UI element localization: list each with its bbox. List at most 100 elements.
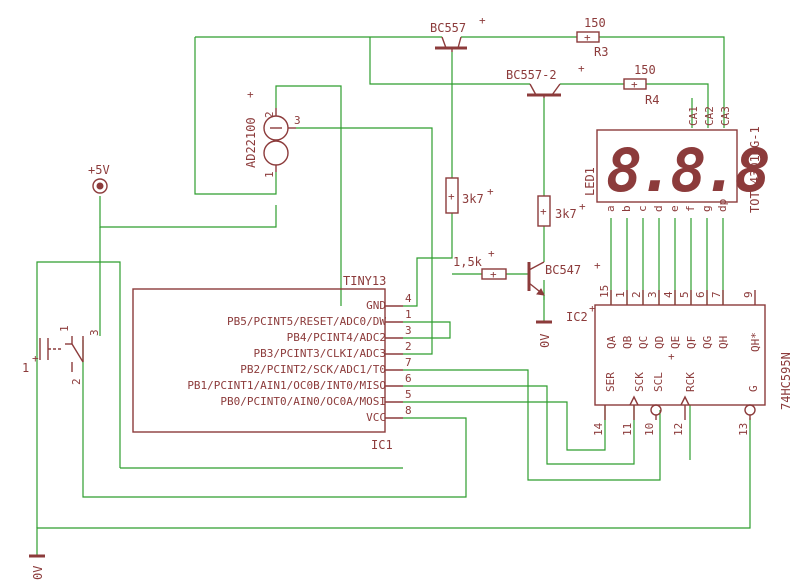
ic1-body (132, 288, 386, 433)
resistor-value: 150 (634, 63, 656, 77)
ic2-pin-number: 1 (614, 291, 627, 298)
ic2-pin-label: G (747, 385, 760, 392)
ic1-pin-label: PB4/PCINT4/ADC2 (287, 331, 386, 344)
led-segment-label: g (700, 205, 713, 212)
ic2-pin-number: 13 (737, 423, 750, 436)
ic1-pin-label: PB2/PCINT2/SCK/ADC1/T0 (240, 363, 386, 376)
resistor-mark-2: + (579, 200, 586, 213)
ic2-top-pin: QA 15 (598, 285, 618, 349)
ic1-pin-number: 6 (405, 372, 412, 385)
ic1-pin-row: VCC 8 (366, 404, 412, 424)
ic1-pin-row: PB4/PCINT4/ADC2 3 (287, 324, 412, 344)
resistor-mark: + (448, 190, 455, 203)
sensor-pin-number: 1 (263, 171, 276, 178)
transistor-bc547[interactable]: BC547 + (527, 259, 601, 296)
transistor-mark: + (594, 259, 601, 272)
led-common-label: CA1 (687, 106, 700, 126)
ic2-pin-number: 7 (710, 291, 723, 298)
ic1-pin-label: VCC (366, 411, 386, 424)
led-body (596, 129, 738, 203)
ic2-pin-number: 15 (598, 285, 611, 298)
ic1-pin-row: GND 4 (366, 292, 412, 312)
ground-symbol-main[interactable]: 0V (29, 554, 45, 580)
switch-s1[interactable]: 1 2 3 1 + (22, 325, 101, 385)
ic1-part-label: TINY13 (343, 274, 386, 288)
ic2-top-pin: QH* 9 (742, 290, 762, 352)
transistor-label: BC557-2 (506, 68, 557, 82)
ic1-pin-label: PB3/PCINT3/CLKI/ADC3 (254, 347, 386, 360)
led-segment-label: a (604, 205, 617, 212)
resistor-value: 3k7 (462, 192, 484, 206)
ic1-pin-label: PB1/PCINT1/AIN1/OC0B/INT0/MISO (187, 379, 386, 392)
led-segment-label: f (684, 205, 697, 212)
ic1-pin-label: PB0/PCINT0/AIN0/OC0A/MOSI (220, 395, 386, 408)
led-ref-label: LED1 (583, 167, 597, 196)
ic2-pin-label: SCK (633, 372, 646, 392)
ic2-pin-number: 14 (592, 422, 605, 436)
ic1-pin-row: PB5/PCINT5/RESET/ADC0/DW 1 (227, 308, 412, 328)
ic2-bottom-pin: SER 14 (592, 372, 617, 436)
switch-pin-number: 1 (58, 325, 71, 332)
ic1-pin-row: PB2/PCINT2/SCK/ADC1/T0 7 (240, 356, 411, 376)
resistor-1k5[interactable]: + 1,5k + (453, 247, 507, 281)
led-display[interactable]: 8.8.8 LED1 TOT-4301NG-1 a b c d e f g dp… (583, 106, 772, 213)
ground-label: 0V (538, 334, 552, 348)
ic2-pin-number: 10 (643, 423, 656, 436)
ic1-ref-label: IC1 (371, 438, 393, 452)
sensor-ad22100[interactable]: AD22100 + 2 1 3 (244, 88, 301, 178)
ic2-top-pin: QC 2 (630, 290, 650, 349)
supply-label: +5V (88, 163, 110, 177)
ic2-part-label: 74HC595N (779, 352, 793, 410)
led-segment-label: dp (716, 199, 729, 212)
resistor-mark: + (540, 205, 547, 218)
ic2-top-pin: QB 1 (614, 290, 634, 349)
sensor-mark: + (247, 88, 254, 101)
switch-pin-number: 3 (88, 329, 101, 336)
ic2-bottom-pin: SCL 10 (643, 372, 665, 436)
transistor-bc557-2[interactable]: BC557-2 + (506, 62, 585, 98)
resistor-mark-2: + (488, 247, 495, 260)
switch-pin-number: 2 (70, 378, 83, 385)
ic1-pin-number: 7 (405, 356, 412, 369)
ic2-pin-label: QB (621, 335, 634, 349)
ic2-pin-label: QH* (749, 332, 762, 352)
ic1-pin-number: 8 (405, 404, 412, 417)
ic2-body (594, 304, 766, 406)
ic2-pin-label: QG (701, 336, 714, 349)
wires (36, 36, 751, 556)
switch-ref-label: 1 (22, 361, 29, 375)
resistor-r3[interactable]: + 150 R3 (576, 16, 608, 59)
led-segment-label: b (620, 205, 633, 212)
ground-symbol-ic2[interactable]: 0V (536, 320, 552, 348)
resistor-3k7-b[interactable]: + 3k7 + (537, 195, 586, 227)
ic2-top-pin: QH 7 (710, 290, 730, 349)
resistor-r4[interactable]: + 150 R4 (623, 63, 659, 107)
resistor-value: 3k7 (555, 207, 577, 221)
ic2-pin-label: QE (669, 336, 682, 349)
ic2-74hc595[interactable]: IC2 + 74HC595N + QA 15 QB 1 QC 2 QD 3 QE… (566, 285, 793, 436)
resistor-value: 1,5k (453, 255, 483, 269)
ic2-pin-label: QD (653, 336, 666, 349)
ic2-pin-number: 4 (662, 291, 675, 298)
ic2-top-pin: QE 4 (662, 290, 682, 349)
ic2-pin-number: 9 (742, 291, 755, 298)
ic2-pin-label: SER (604, 372, 617, 392)
ic1-pin-number: 4 (405, 292, 412, 305)
resistor-mark: + (490, 268, 497, 281)
resistor-value: 150 (584, 16, 606, 30)
ic2-pin-label: QF (685, 336, 698, 349)
ic1-pin-label: PB5/PCINT5/RESET/ADC0/DW (227, 315, 386, 328)
ic2-pin-number: 3 (646, 291, 659, 298)
transistor-bc557[interactable]: BC557 + (430, 14, 486, 52)
supply-5v[interactable]: +5V (88, 163, 110, 194)
ic2-top-pin: QF 5 (678, 290, 698, 349)
resistor-3k7-a[interactable]: + 3k7 + (445, 177, 494, 214)
resistor-ref: R3 (594, 45, 608, 59)
ic1-pin-number: 5 (405, 388, 412, 401)
ic2-ref-label: IC2 (566, 310, 588, 324)
switch-mark: + (32, 352, 39, 365)
ic1-tiny13[interactable]: TINY13 IC1 GND 4 PB5/PCINT5/RESET/ADC0/D… (132, 274, 412, 452)
ic1-pin-number: 3 (405, 324, 412, 337)
led-segment-label: d (652, 205, 665, 212)
